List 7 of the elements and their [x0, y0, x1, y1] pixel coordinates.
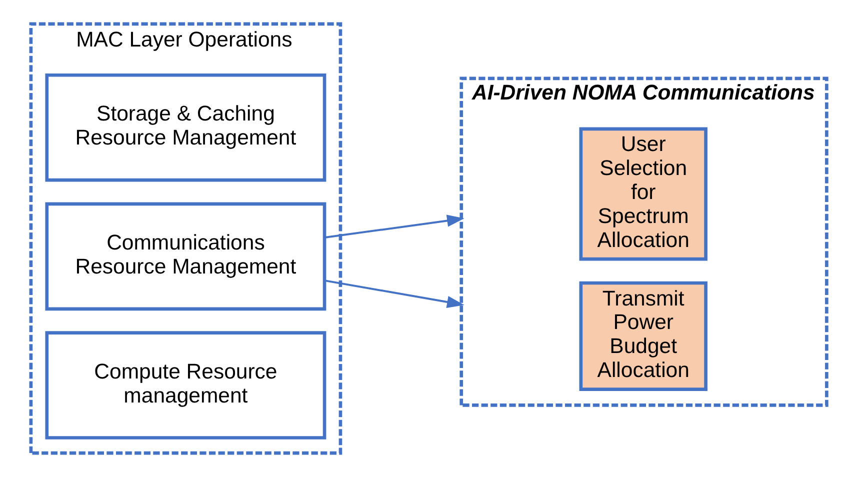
arrow — [324, 214, 464, 239]
node-box: Communications Resource Management — [44, 202, 326, 311]
node-box: User Selection for Spectrum Allocation — [578, 127, 707, 261]
node-box: Transmit Power Budget Allocation — [578, 281, 707, 391]
node-box: Storage & Caching Resource Management — [44, 73, 326, 182]
arrow — [324, 280, 464, 308]
node-box: Compute Resource management — [44, 331, 326, 440]
